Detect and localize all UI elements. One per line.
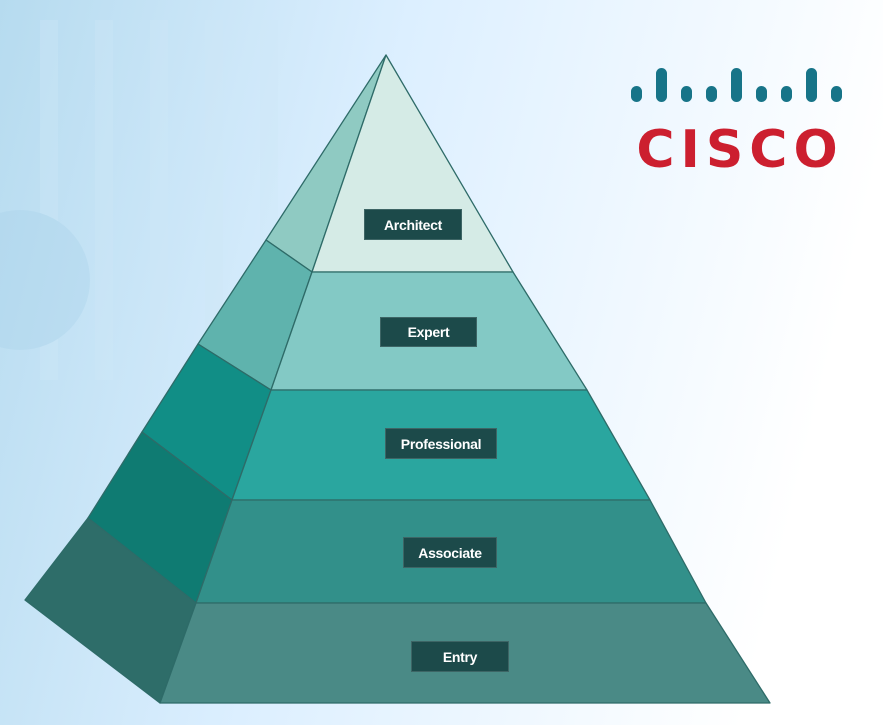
logo-bar [756,86,767,102]
tier-label-expert: Expert [380,317,477,347]
tier-label-professional: Professional [385,428,497,459]
tier-label-architect: Architect [364,209,462,240]
logo-bar [806,68,817,102]
cisco-logo: CISCO [615,38,865,183]
logo-bar [681,86,692,102]
logo-wordmark: CISCO [636,120,844,180]
cisco-bridge-bars-icon [631,68,842,102]
tier-label-associate: Associate [403,537,497,568]
logo-bar [706,86,717,102]
logo-bar [656,68,667,102]
logo-bar [781,86,792,102]
logo-bar [731,68,742,102]
logo-bar [831,86,842,102]
logo-bar [631,86,642,102]
tier-label-entry: Entry [411,641,509,672]
